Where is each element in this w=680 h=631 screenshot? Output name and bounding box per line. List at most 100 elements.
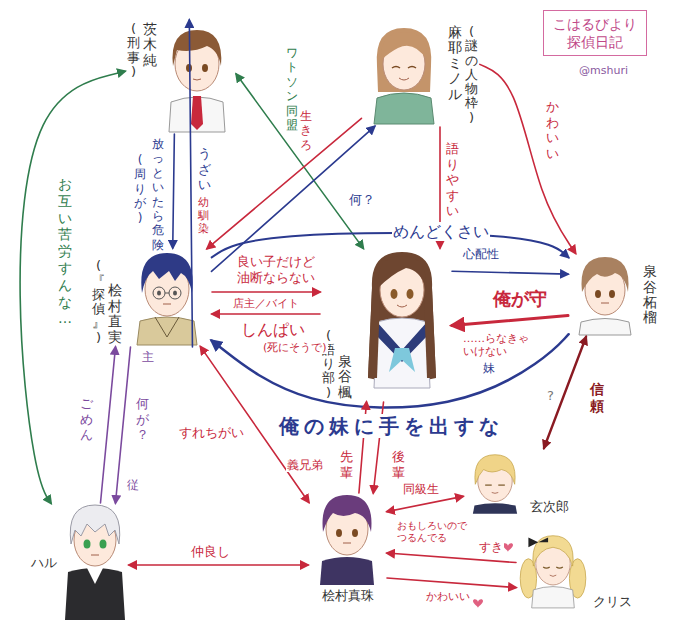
character-name: 泉谷楓	[338, 354, 352, 400]
character-name: クリス	[591, 594, 634, 610]
relation-arrow	[212, 291, 320, 293]
relation-label: すれちがい	[178, 425, 245, 441]
relation-label: 生きろ	[300, 108, 312, 153]
illustration-part	[100, 540, 107, 549]
illustration-part	[137, 317, 197, 345]
illustration-part	[155, 317, 179, 337]
relation-label: 後輩	[392, 448, 405, 481]
relation-arrow	[189, 20, 192, 347]
character-node: 玄次郎	[465, 450, 571, 515]
relation-label: 良い子だけど 油断ならない	[236, 254, 320, 285]
illustration-part	[87, 568, 103, 584]
character-node: 桧村直実(『探偵』)	[92, 250, 210, 345]
relation-label: 同級生	[402, 482, 440, 496]
illustration-part	[169, 97, 225, 132]
relation-label: しんぱい	[240, 320, 306, 339]
illustration-part	[424, 288, 436, 378]
illustration-part	[378, 256, 426, 288]
character-name: 玄次郎	[528, 499, 571, 515]
note-label: @mshuri	[578, 64, 629, 77]
note-label: ……らなきゃいけない	[462, 332, 532, 358]
note-label: 義兄弟	[286, 458, 324, 472]
relation-label: 俺が守	[492, 288, 548, 310]
relation-arrow	[452, 271, 568, 274]
character-name: ハル	[29, 555, 59, 571]
face-slot	[518, 530, 588, 610]
face-slot	[570, 255, 640, 335]
relation-arrow	[387, 578, 516, 587]
illustration-part	[368, 288, 380, 378]
illustration-part	[163, 304, 171, 305]
character-role: (刑事)	[127, 22, 140, 79]
illustration-part	[528, 537, 548, 547]
mystery-figure	[374, 28, 434, 124]
note-label: ?	[546, 388, 555, 404]
brother-figure	[579, 257, 631, 335]
relation-label: うざい	[198, 145, 211, 194]
illustration-part	[169, 287, 181, 299]
illustration-part	[91, 555, 99, 556]
relation-arrow	[480, 64, 576, 253]
face-slot	[125, 250, 210, 345]
detective-figure	[137, 253, 197, 345]
note-label: おもしろいので つるんでる	[396, 520, 472, 544]
character-node: 茨木 純(刑事)	[127, 22, 235, 132]
character-node: 桧村真珠	[310, 495, 385, 604]
illustration-part	[391, 289, 398, 299]
illustration-part	[381, 32, 427, 60]
note-label: 幼馴染	[198, 195, 209, 237]
illustration-part	[475, 455, 515, 485]
note-label: (周りが)	[134, 152, 146, 226]
illustration-part	[550, 575, 557, 576]
note-label: 店主／バイト	[232, 297, 300, 310]
relation-label: 仲良し	[190, 544, 231, 560]
illustration-part	[609, 290, 615, 298]
relation-arrow	[387, 496, 463, 511]
face-slot	[62, 505, 127, 620]
character-role: (謎の人物枠)	[465, 25, 478, 125]
servant-figure	[65, 505, 125, 620]
illustration-part	[70, 505, 119, 544]
face-slot	[355, 250, 450, 400]
relation-label: お互い苦労すんな…	[58, 175, 72, 328]
illustration-part	[392, 67, 400, 69]
illustration-part	[191, 96, 203, 130]
illustration-part	[601, 303, 609, 304]
character-node: 泉谷柘榴	[570, 255, 657, 335]
illustration-part	[352, 529, 358, 537]
relation-label: 先輩	[340, 448, 353, 481]
illustration-part	[498, 484, 505, 485]
illustration-part	[157, 291, 161, 296]
illustration-part	[532, 587, 575, 608]
relation-arrow	[212, 313, 320, 315]
classmate-figure	[473, 455, 517, 514]
relation-arrow	[387, 553, 516, 562]
relation-label: 語りやすい	[446, 140, 459, 220]
character-node: 泉谷楓(語り部)	[322, 250, 450, 400]
illustration-part	[173, 30, 222, 66]
face-slot	[363, 25, 445, 125]
illustration-part	[579, 319, 631, 336]
girl-figure	[520, 536, 586, 608]
illustration-part	[165, 293, 169, 294]
detective-figure	[169, 30, 225, 132]
illustration-part	[336, 529, 342, 537]
illustration-part	[65, 568, 125, 620]
note-label: (死にそうで)	[262, 341, 328, 354]
character-name: 泉谷柘榴	[643, 264, 657, 326]
illustration-part	[193, 79, 201, 80]
relation-label: ごめん	[80, 395, 93, 444]
relation-arrow	[544, 337, 586, 448]
relation-arrow	[20, 71, 125, 503]
character-name: 桧村直実	[108, 283, 122, 345]
illustration-part	[202, 64, 208, 72]
illustration-part	[556, 567, 563, 568]
relation-arrow	[129, 564, 308, 566]
heart-symbol	[503, 543, 513, 552]
illustration-part	[323, 495, 372, 532]
character-node: ハル	[29, 505, 127, 620]
illustration-part	[473, 503, 517, 514]
relation-label: 放っといたら危険	[152, 136, 164, 253]
face-slot	[160, 22, 235, 132]
